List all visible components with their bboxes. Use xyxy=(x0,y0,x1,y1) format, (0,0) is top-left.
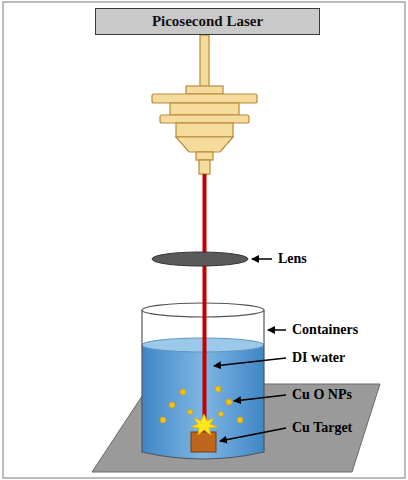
nanoparticles xyxy=(160,386,243,423)
frame xyxy=(3,2,405,478)
lens-symbol xyxy=(152,252,248,266)
part-label: Cu Target xyxy=(292,420,352,436)
part-label: DI water xyxy=(292,350,345,366)
part-label: Containers xyxy=(292,322,358,338)
laser-beam xyxy=(203,174,207,432)
part-label: Lens xyxy=(278,251,307,267)
part-label: Cu O NPs xyxy=(292,387,352,403)
box-title: Picosecond Laser xyxy=(152,13,263,30)
laser-head xyxy=(152,35,257,174)
laser-source-box: Picosecond Laser xyxy=(95,8,320,35)
cu-target xyxy=(191,432,216,452)
leader-lines xyxy=(214,259,286,441)
plasma-burst xyxy=(191,414,217,435)
